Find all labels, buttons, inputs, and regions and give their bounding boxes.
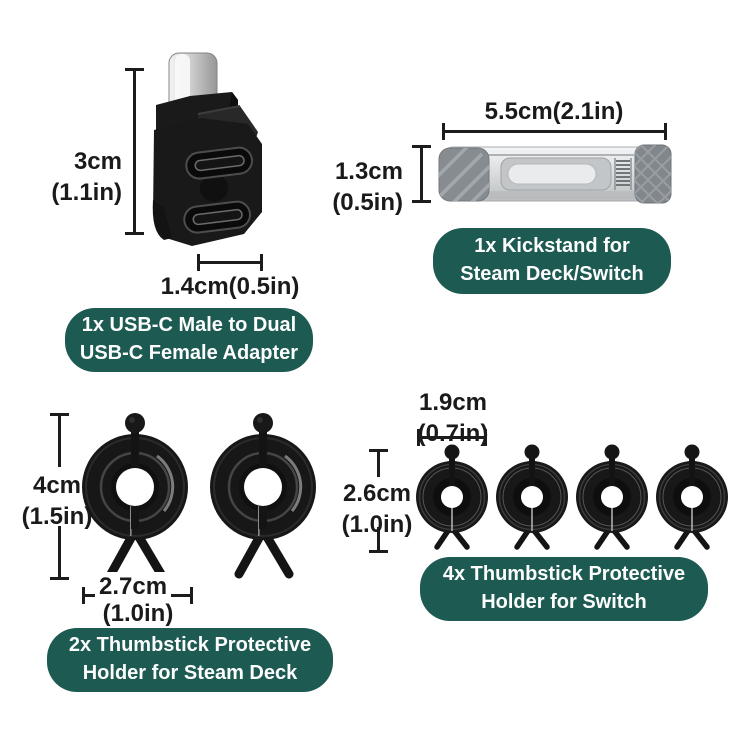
dimension-line-adapter-width: [197, 254, 263, 271]
dimension-line-holder4-width: [417, 429, 487, 446]
thumbstick-holder-small-image: [496, 444, 568, 550]
thumbstick-holder-small-image: [576, 444, 648, 550]
usb-c-adapter-image: [152, 52, 262, 246]
dimension-value-in: (0.5in): [332, 188, 403, 216]
kickstand-image: [438, 144, 672, 204]
product-label-pill-holder-steamdeck: 2x Thumbstick Protective Holder for Stea…: [47, 628, 333, 692]
dimension-line-holder4-height-bottom: [369, 527, 388, 553]
pill-line1: 2x Thumbstick Protective: [68, 634, 312, 657]
thumbstick-holder-large-image: [210, 413, 316, 579]
dimension-line-adapter-height: [125, 68, 144, 235]
dimension-label-holder2-height: 4cm (1.5in): [7, 471, 107, 532]
pill-line2: Holder for Switch: [481, 591, 647, 613]
dimension-label-holder4-width: 1.9cm (0.7in): [403, 388, 503, 449]
dimension-line-holder4-height-top: [369, 449, 388, 477]
dimension-label-holder2-width-cm: 2.7cm: [95, 572, 172, 603]
pill-line1: 1x USB-C Male to Dual: [81, 314, 297, 337]
dimension-label-adapter-width: 1.4cm(0.5in): [160, 273, 300, 300]
pill-line2: Holder for Steam Deck: [82, 662, 298, 684]
thumbstick-holder-large-image: [82, 413, 188, 579]
dimension-value-in: (0.7in): [417, 419, 489, 447]
dimension-value-cm: 4cm: [32, 472, 82, 499]
dimension-line-holder2-height-bottom: [50, 526, 69, 580]
pill-line1: 4x Thumbstick Protective: [442, 563, 686, 586]
dimension-value-in: (1.1in): [51, 178, 122, 206]
dimension-label-kickstand-width: 5.5cm(2.1in): [484, 98, 624, 125]
product-label-pill-adapter: 1x USB-C Male to Dual USB-C Female Adapt…: [65, 308, 313, 372]
dimension-line-kickstand-width: [442, 123, 667, 140]
dimension-label-kickstand-height: 1.3cm (0.5in): [303, 157, 403, 218]
dimension-label-adapter-height: 3cm (1.1in): [20, 147, 122, 208]
dimension-line-kickstand-height: [412, 145, 431, 203]
pill-line1: 1x Kickstand for: [474, 235, 630, 258]
thumbstick-holder-small-image: [656, 444, 728, 550]
dimension-line-holder2-height-top: [50, 413, 69, 467]
thumbstick-holder-small-image: [416, 444, 488, 550]
product-label-pill-kickstand: 1x Kickstand for Steam Deck/Switch: [433, 228, 671, 294]
dimension-label-holder2-width-in: (1.0in): [102, 600, 174, 627]
dimension-value-in: (1.5in): [21, 502, 93, 530]
pill-line2: Steam Deck/Switch: [460, 263, 644, 285]
dimension-value-cm: 1.9cm: [418, 389, 488, 416]
dimension-value-cm: 2.6cm: [342, 480, 412, 507]
pill-line2: USB-C Female Adapter: [79, 342, 299, 364]
dimension-value-cm: 1.3cm: [334, 158, 403, 185]
dimension-value-cm: 3cm: [73, 148, 122, 175]
product-label-pill-holder-switch: 4x Thumbstick Protective Holder for Swit…: [420, 557, 708, 621]
